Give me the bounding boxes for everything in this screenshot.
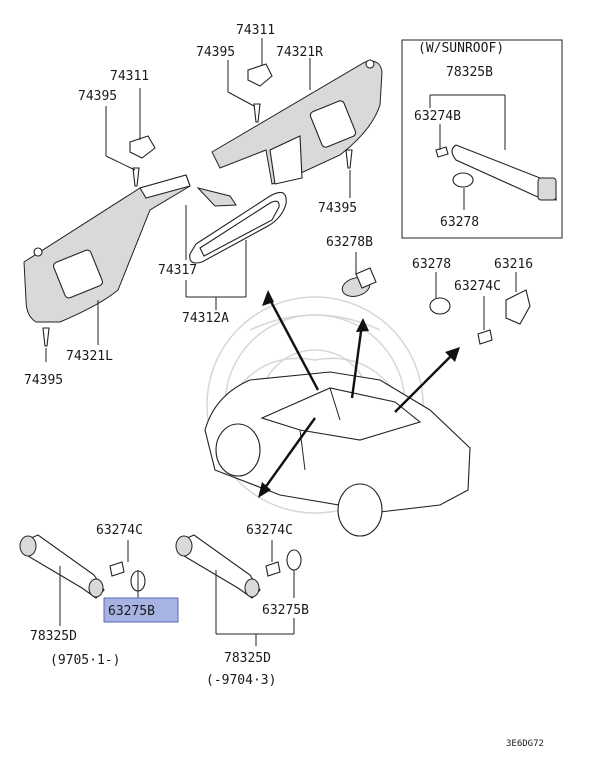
label-63275B-a: 63275B (108, 604, 155, 619)
sun-visor-right (211, 59, 383, 185)
visor-clip-right (247, 63, 273, 87)
label-63274C-right: 63274C (454, 279, 501, 294)
cap-63278 (429, 297, 451, 315)
cap-63275B-b (286, 549, 302, 571)
assist-grip-78325B (451, 144, 557, 201)
label-74311-left: 74311 (110, 69, 149, 84)
label-74395-bottom: 74395 (24, 373, 63, 388)
label-74321L: 74321L (66, 349, 113, 364)
label-9704: (-9704·3) (206, 673, 276, 688)
label-74311-right: 74311 (236, 23, 275, 38)
screw-63274C-b (265, 561, 281, 577)
label-63275B-b: 63275B (262, 603, 309, 618)
cap-63278-sunroof (452, 172, 474, 188)
label-74395-right: 74395 (318, 201, 357, 216)
label-74321R: 74321R (276, 45, 323, 60)
highlight-63275B (103, 597, 179, 623)
label-74317: 74317 (158, 263, 197, 278)
diagram-code: 3E6DG72 (506, 739, 544, 749)
label-63216: 63216 (494, 257, 533, 272)
screw-63274B (435, 146, 449, 158)
label-sunroof: (W/SUNROOF) (418, 41, 504, 56)
pointer-arrows (258, 290, 460, 498)
rear-view-mirror (189, 187, 287, 264)
screw-74395-right (345, 149, 353, 169)
screw-74395-right-top (253, 103, 261, 123)
screw-74395-bottom (42, 327, 50, 347)
label-63278B: 63278B (326, 235, 373, 250)
visor-clip-left (129, 135, 156, 159)
label-63278-sunroof: 63278 (440, 215, 479, 230)
label-63274C-a: 63274C (96, 523, 143, 538)
sun-visor-left (23, 174, 191, 323)
screw-63274C-a (109, 561, 125, 577)
label-63278: 63278 (412, 257, 451, 272)
label-78325B: 78325B (446, 65, 493, 80)
screw-74395-left (132, 167, 140, 187)
label-78325D-a: 78325D (30, 629, 77, 644)
label-74395-right-top: 74395 (196, 45, 235, 60)
leader-lines (45, 38, 517, 646)
lamp-63278B (341, 267, 377, 297)
label-63274C-b: 63274C (246, 523, 293, 538)
car-outline (204, 371, 471, 537)
hook-63216 (505, 289, 531, 325)
label-74312A: 74312A (182, 311, 229, 326)
label-63274B: 63274B (414, 109, 461, 124)
label-78325D-b: 78325D (224, 651, 271, 666)
sunroof-box (401, 39, 563, 239)
label-9705: (9705·1-) (50, 653, 120, 668)
assist-grip-78325D-b (175, 534, 261, 599)
screw-63274C-right (477, 329, 493, 345)
label-74395-left: 74395 (78, 89, 117, 104)
assist-grip-78325D-a (19, 534, 105, 599)
